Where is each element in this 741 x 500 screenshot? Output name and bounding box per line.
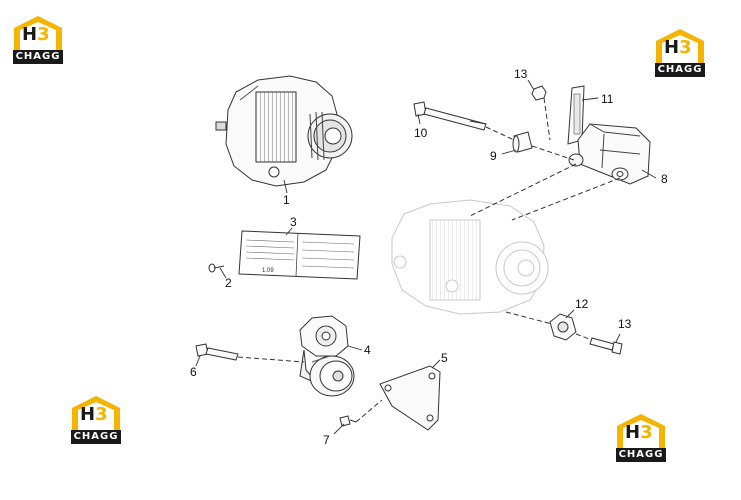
brand-logo-top-right: H3 CHAGG	[652, 27, 708, 79]
brand-logo-bottom-left: H3 CHAGG	[68, 394, 124, 446]
callout-2: 2	[225, 276, 232, 290]
nameplate-label-part: 1.09	[238, 230, 361, 280]
callout-13-top: 13	[514, 67, 528, 81]
tensioner-bolt-part	[195, 343, 239, 361]
bolt-part-bottom	[589, 337, 623, 355]
callout-12: 12	[575, 297, 589, 311]
house-icon	[656, 29, 704, 63]
callout-10: 10	[414, 126, 428, 140]
callout-4: 4	[364, 343, 371, 357]
assembly-dashed-lines	[237, 97, 621, 423]
callout-8: 8	[661, 172, 668, 186]
alternator-assembly-ghost	[391, 199, 549, 315]
house-icon	[72, 396, 120, 430]
logo-text: CHAGG	[655, 63, 705, 77]
logo-mark: H3	[22, 24, 50, 45]
logo-mark: H3	[80, 404, 108, 425]
alternator-part	[215, 75, 353, 187]
pulley-nut-part	[549, 313, 577, 341]
plate-text: 1.09	[262, 268, 274, 274]
plate-bracket-part	[379, 365, 441, 431]
logo-text: CHAGG	[13, 50, 63, 64]
callout-11: 11	[601, 92, 614, 106]
callout-3: 3	[290, 215, 297, 229]
callout-9: 9	[490, 149, 497, 163]
logo-mark: H3	[664, 37, 692, 58]
house-icon	[14, 16, 62, 50]
small-bolt-part	[339, 415, 357, 427]
callout-1: 1	[283, 193, 290, 207]
belt-tensioner-part	[299, 315, 355, 397]
callout-6: 6	[190, 365, 197, 379]
logo-text: CHAGG	[616, 448, 666, 462]
brand-logo-top-left: H3 CHAGG	[10, 14, 66, 66]
callout-13-bottom: 13	[618, 317, 632, 331]
callout-7: 7	[323, 433, 330, 447]
callout-leader-lines	[195, 79, 657, 435]
mounting-bracket-part	[568, 123, 651, 185]
brand-logo-bottom-right: H3 CHAGG	[613, 412, 669, 464]
house-icon	[617, 414, 665, 448]
rivet-part	[208, 263, 225, 273]
nut-part-top	[531, 85, 547, 101]
bushing-part	[512, 131, 533, 153]
logo-text: CHAGG	[71, 430, 121, 444]
callout-5: 5	[441, 351, 448, 365]
logo-mark: H3	[625, 422, 653, 443]
long-bolt-part	[413, 101, 487, 131]
